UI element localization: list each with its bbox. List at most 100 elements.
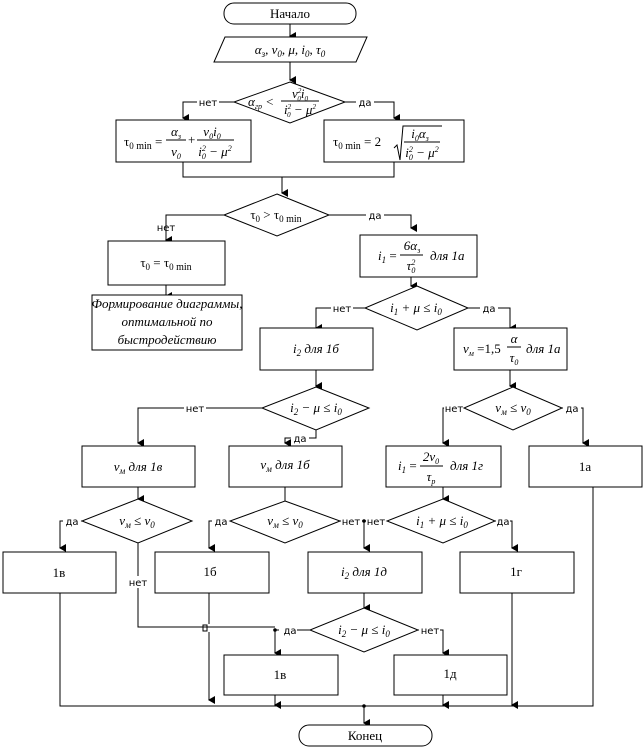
label-yes: да xyxy=(65,517,78,528)
box-i2-1d: i2 для 1д xyxy=(307,551,423,594)
edge-bottom-bus xyxy=(59,487,594,707)
for-label: для 1г xyxy=(450,458,483,473)
input-vars: αз, ν0, μ, i0, τ0 xyxy=(255,42,326,59)
label-yes: да xyxy=(368,211,381,222)
decision-vm-v0-1v: νм ≤ ν0 xyxy=(80,498,194,544)
edge-cond4-no xyxy=(137,407,262,447)
cond4-text: i2 − μ ≤ i0 xyxy=(290,400,342,417)
frac-num: 6αз xyxy=(404,238,420,255)
frac-num: α xyxy=(511,331,519,346)
form-line-2: оптимальной по xyxy=(122,314,213,329)
vm-label: νм =1,5 xyxy=(463,341,501,358)
box-form-diagram: Формирование диаграммы, оптимальной по б… xyxy=(91,294,243,351)
box-vm-1v: νм для 1в xyxy=(81,445,196,488)
cond9-text: i2 − μ ≤ i0 xyxy=(338,622,390,639)
edge-merge1 xyxy=(182,162,395,178)
decision-vm-v0: νм ≤ ν0 xyxy=(462,386,564,431)
start-label: Начало xyxy=(270,6,310,21)
box-vm-1b: νм для 1б xyxy=(228,445,343,488)
frac-num: 2ν0 xyxy=(423,449,439,466)
decision-i1-mu: i1 + μ ≤ i0 xyxy=(363,285,470,331)
decision-vm-v0-1b: νм ≤ ν0 xyxy=(228,500,342,544)
result-1d-text: 1д xyxy=(443,666,457,681)
label-yes: да xyxy=(496,517,509,528)
edge-cond6-no xyxy=(137,543,275,632)
decision-i2-mu: i2 − μ ≤ i0 xyxy=(260,386,371,431)
label-yes: да xyxy=(565,404,578,415)
result-1v2-text: 1в xyxy=(274,667,287,682)
i1-label: i1 = xyxy=(398,458,417,475)
end-label: Конец xyxy=(348,728,382,743)
label-no: нет xyxy=(367,517,386,528)
box-i1-1g: i1 = 2ν0 τр для 1г xyxy=(385,445,502,488)
form-line-1: Формирование диаграммы, xyxy=(92,296,243,311)
frac-num: ν0i0 xyxy=(203,124,220,141)
cond8-text: i1 + μ ≤ i0 xyxy=(416,513,468,530)
result-1g-text: 1г xyxy=(510,564,522,579)
cond1-lhs: αгр < xyxy=(248,94,274,111)
plus-sign: + xyxy=(188,132,195,147)
label-no: нет xyxy=(129,578,148,589)
box-result-1v: 1в xyxy=(2,551,117,594)
label-no: нет xyxy=(157,223,176,234)
label-no: нет xyxy=(445,404,464,415)
result-1a-text: 1а xyxy=(579,459,592,474)
for-label: для 1а xyxy=(526,341,561,356)
vm-1v-text: νм для 1в xyxy=(114,459,163,476)
box-result-1d: 1д xyxy=(393,654,508,696)
start-terminator: Начало xyxy=(223,2,357,25)
label-yes: да xyxy=(293,434,306,445)
end-terminator: Конец xyxy=(298,724,433,747)
label-yes: да xyxy=(283,626,296,637)
for-label: для 1а xyxy=(430,248,465,263)
edge-cond2-yes xyxy=(329,214,417,232)
label-yes: да xyxy=(482,304,495,315)
box-i2-1b: i2 для 1б xyxy=(259,327,374,371)
label-no: нет xyxy=(333,304,352,315)
box-result-1v-2: 1в xyxy=(223,654,339,696)
cond3-text: i1 + μ ≤ i0 xyxy=(390,300,442,317)
decision-i2-mu-1d: i2 − μ ≤ i0 xyxy=(308,607,420,653)
branch-labels: нет да нет да нет да нет да нет да да не… xyxy=(63,96,581,637)
edge-cond2-no xyxy=(165,214,224,244)
label-yes: да xyxy=(358,98,371,109)
box-assign-tau: τ0 = τ0 min xyxy=(107,240,226,286)
label-no: нет xyxy=(421,626,440,637)
input-parallelogram: αз, ν0, μ, i0, τ0 xyxy=(213,36,368,63)
label-no: нет xyxy=(186,404,205,415)
label-yes: да xyxy=(214,517,227,528)
decision-tau-gt-min: τ0 > τ0 min xyxy=(222,193,331,237)
decision-i1-mu-1g: i1 + μ ≤ i0 xyxy=(385,498,497,544)
frac-den: ν0 xyxy=(171,144,181,161)
result-1b-text: 1б xyxy=(203,564,217,579)
label-no: нет xyxy=(342,517,361,528)
cond7-text: νм ≤ ν0 xyxy=(267,513,303,530)
label-no: нет xyxy=(199,98,218,109)
result-1v-text: 1в xyxy=(53,565,66,580)
cond6-text: νм ≤ ν0 xyxy=(119,513,155,530)
i1-label: i1 = xyxy=(378,248,397,265)
frac-den: τ0 xyxy=(510,350,519,367)
frac-den: τр xyxy=(427,469,436,486)
i2-1b-text: i2 для 1б xyxy=(293,341,339,358)
box-vm-1a: νм =1,5 α τ0 для 1а xyxy=(453,327,568,371)
box-result-1g: 1г xyxy=(459,551,575,594)
form-line-3: быстродействию xyxy=(118,332,217,347)
vm-1b-text: νм для 1б xyxy=(260,457,310,474)
box-result-1a: 1а xyxy=(528,445,643,488)
frac-num: αз xyxy=(171,124,181,141)
sqrt-sign xyxy=(393,125,442,161)
cond5-text: νм ≤ ν0 xyxy=(495,400,531,417)
i2-1d-text: i2 для 1д xyxy=(341,564,387,581)
box-result-1b: 1б xyxy=(154,551,270,594)
